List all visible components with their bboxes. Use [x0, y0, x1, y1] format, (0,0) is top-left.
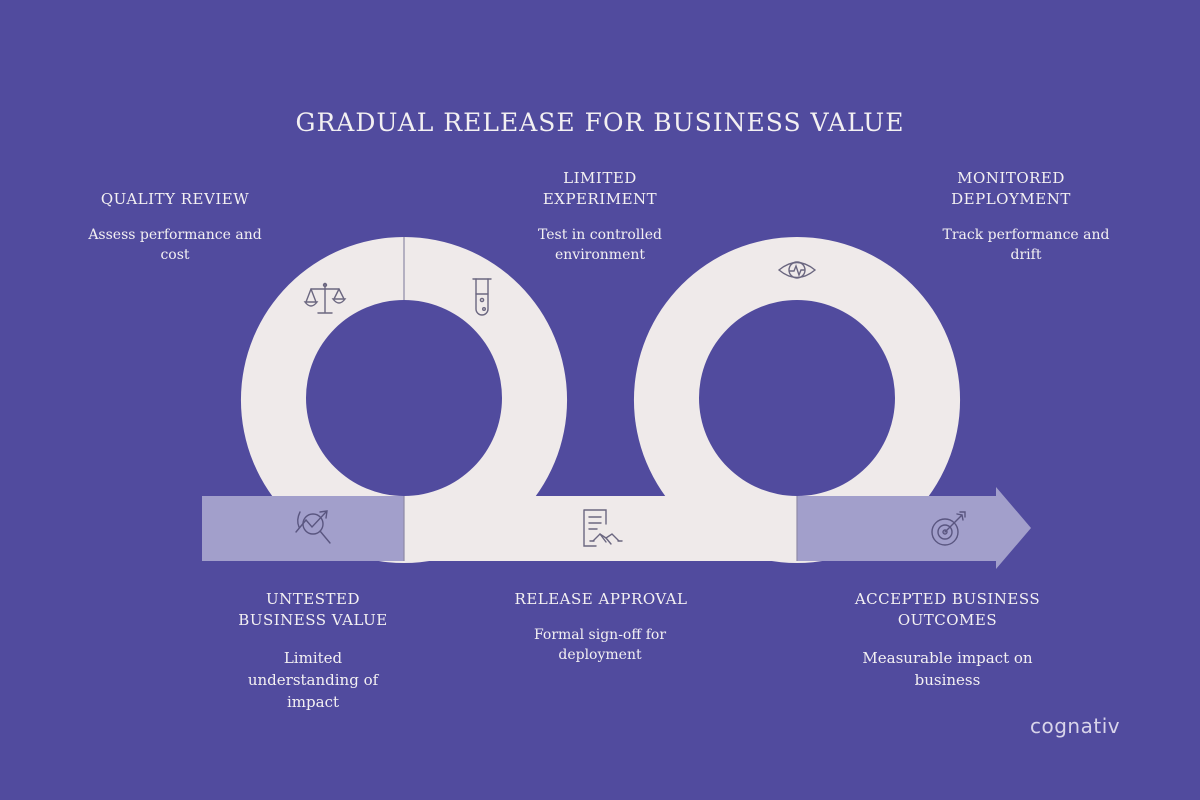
stage-desc-release-approval: Formal sign-off for deployment [533, 627, 667, 663]
arrow-left-segment [202, 496, 404, 561]
brand-logo: cognativ [1030, 714, 1121, 738]
left-loop-ring [240, 236, 568, 563]
test-tube-icon [472, 278, 492, 316]
eye-icon [777, 261, 817, 279]
magnifier-chart-icon [295, 510, 331, 544]
stage-title-quality-review: QUALITY REVIEW [100, 190, 250, 208]
scales-icon [303, 282, 347, 314]
stage-title-untested-business-value: UNTESTED BUSINESS VALUE [238, 590, 388, 629]
target-icon [931, 511, 966, 546]
stage-title-accepted-business-outcomes: ACCEPTED BUSINESS OUTCOMES [854, 590, 1041, 629]
arrow-middle-segment [404, 496, 797, 561]
stage-desc-quality-review: Assess performance and cost [88, 227, 262, 263]
contract-handshake-icon [583, 509, 623, 547]
stage-title-release-approval: RELEASE APPROVAL [514, 590, 688, 608]
stage-desc-accepted-business-outcomes: Measurable impact on business [862, 649, 1033, 689]
stage-desc-limited-experiment: Test in controlled environment [538, 227, 662, 263]
stage-title-limited-experiment: LIMITED EXPERIMENT [542, 169, 658, 208]
stage-title-monitored-deployment: MONITORED DEPLOYMENT [951, 169, 1071, 208]
stage-desc-untested-business-value: Limited understanding of impact [247, 649, 379, 711]
arrow-right-segment [797, 487, 1031, 569]
stage-desc-monitored-deployment: Track performance and drift [942, 227, 1110, 263]
right-loop-ring [633, 236, 961, 563]
diagram-title: GRADUAL RELEASE FOR BUSINESS VALUE [295, 108, 905, 137]
